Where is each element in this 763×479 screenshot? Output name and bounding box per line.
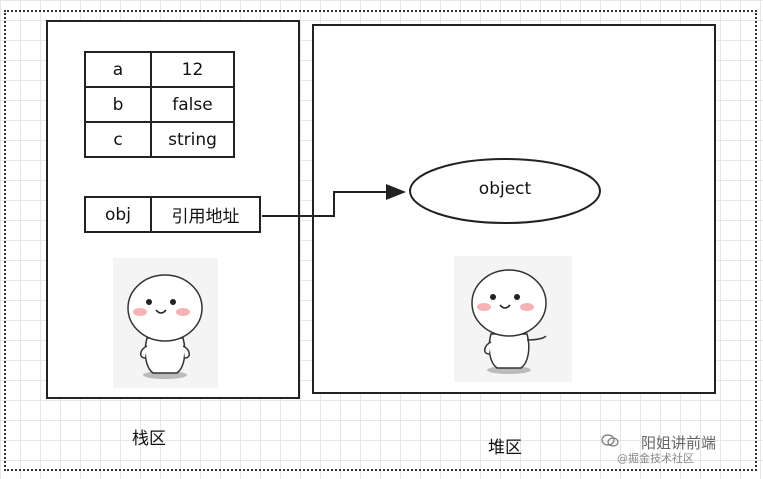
- reference-name-cell: obj: [84, 196, 152, 233]
- table-row: a 12: [84, 51, 235, 88]
- variable-name-cell: c: [84, 121, 152, 158]
- watermark-title: 阳姐讲前端: [641, 434, 717, 452]
- cartoon-character-heap-icon: [454, 256, 572, 382]
- reference-address-cell: 引用地址: [150, 196, 261, 233]
- table-row: c string: [84, 121, 235, 158]
- variable-value-cell: 12: [150, 51, 235, 88]
- variable-name-cell: a: [84, 51, 152, 88]
- object-ellipse: [409, 158, 601, 224]
- reference-arrow: [262, 184, 406, 217]
- wechat-icon: [601, 434, 619, 447]
- outer-dotted-frame: [4, 10, 757, 471]
- primitive-values-table: a 12 b false c string: [84, 51, 235, 158]
- reference-table: obj 引用地址: [84, 196, 261, 233]
- watermark: 阳姐讲前端 @掘金技术社区: [601, 432, 717, 465]
- heap-caption: 堆区: [488, 438, 522, 458]
- cartoon-character-stack-icon: [113, 258, 218, 388]
- object-label: object: [478, 179, 532, 199]
- stack-caption: 栈区: [132, 429, 166, 449]
- variable-value-cell: string: [150, 121, 235, 158]
- variable-name-cell: b: [84, 86, 152, 123]
- watermark-subtitle: @掘金技术社区: [617, 452, 694, 465]
- table-row: obj 引用地址: [84, 196, 261, 233]
- variable-value-cell: false: [150, 86, 235, 123]
- table-row: b false: [84, 86, 235, 123]
